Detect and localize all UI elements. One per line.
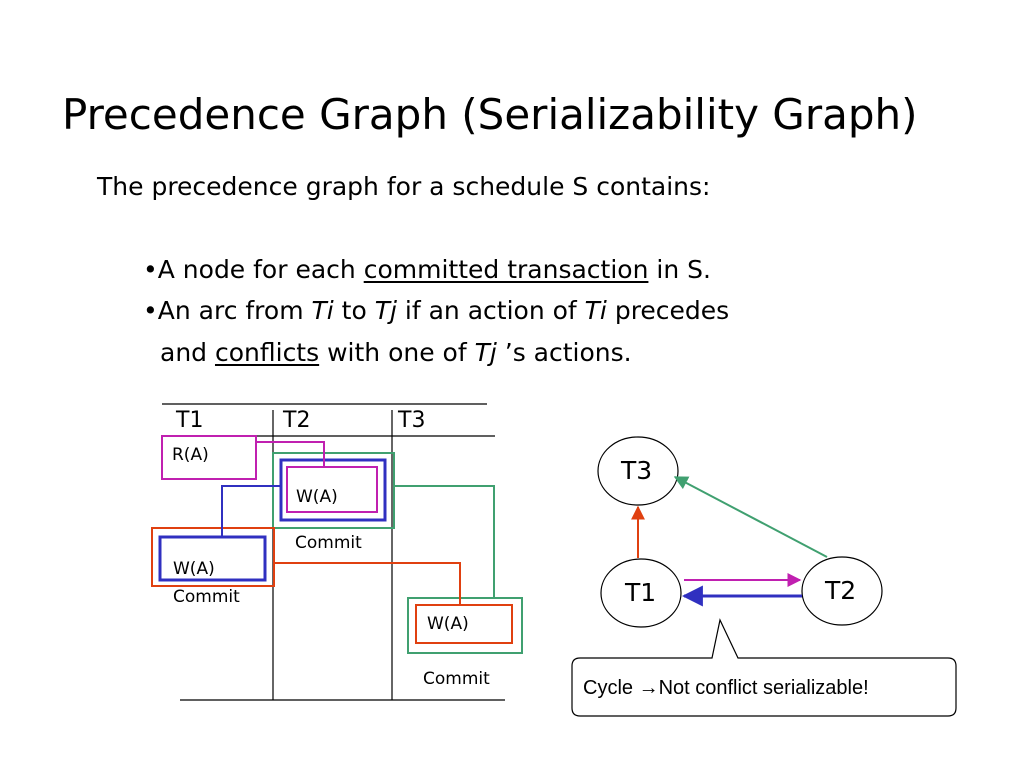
t2-write-magenta-box	[286, 466, 378, 513]
op-t1-write: W(A)	[173, 559, 215, 579]
t2-write-blue-box	[279, 458, 387, 522]
column-header-t2: T2	[283, 408, 311, 433]
tj-term: Tj	[374, 296, 397, 325]
bullet-mark: •	[143, 296, 158, 325]
bullet-text: in S.	[648, 255, 711, 284]
connector-w2-to-w1	[221, 485, 281, 537]
bullet-text: A node for each	[157, 255, 364, 284]
t3-write-red-box	[415, 604, 513, 644]
ti-term: Ti	[311, 296, 334, 325]
op-t3-write: W(A)	[427, 614, 469, 634]
node-label-t3: T3	[621, 456, 653, 485]
bullet-text: precedes	[606, 296, 730, 325]
column-header-t3: T3	[398, 408, 426, 433]
node-t1	[600, 558, 682, 628]
node-t3	[597, 436, 679, 506]
node-label-t2: T2	[825, 576, 857, 605]
arc-t2-to-t3	[673, 476, 828, 558]
bullet-arc-definition: •An arc from Ti to Tj if an action of Ti…	[143, 298, 729, 323]
page-title: Precedence Graph (Serializability Graph)	[62, 90, 918, 139]
column-header-t1: T1	[176, 408, 204, 433]
bullet-arc-definition-line2: and conflicts with one of Tj ’s actions.	[160, 340, 632, 365]
op-t1-commit: Commit	[173, 587, 240, 607]
bullet-text: and	[160, 338, 215, 367]
connector-w2-to-w3	[394, 485, 495, 598]
bullet-mark: •	[143, 255, 158, 284]
callout-bubble	[571, 618, 957, 717]
op-t2-write: W(A)	[296, 487, 338, 507]
t3-write-outer-box	[407, 597, 523, 654]
t2-write-outer-box	[272, 452, 395, 529]
bullet-node-per-transaction: •A node for each committed transaction i…	[143, 257, 711, 282]
bullet-text: An arc from	[157, 296, 312, 325]
op-t2-commit: Commit	[295, 533, 362, 553]
bullet-text: ’s actions.	[496, 338, 632, 367]
connector-w1-to-w3	[274, 562, 461, 605]
subtitle: The precedence graph for a schedule S co…	[97, 172, 711, 201]
committed-transaction-term: committed transaction	[363, 255, 649, 284]
op-t1-read: R(A)	[172, 445, 209, 465]
bullet-text: with one of	[319, 338, 475, 367]
conflicts-term: conflicts	[214, 338, 320, 367]
node-label-t1: T1	[625, 578, 657, 607]
connector-r1-to-w2	[256, 441, 325, 467]
tj-term: Tj	[474, 338, 497, 367]
bullet-text: to	[333, 296, 375, 325]
t1-read-box	[161, 435, 257, 480]
op-t3-commit: Commit	[423, 669, 490, 689]
ti-term: Ti	[584, 296, 607, 325]
node-t2	[801, 556, 883, 626]
callout-text: Cycle →Not conflict serializable!	[583, 677, 869, 699]
t1-write-blue-box	[158, 535, 267, 582]
t1-write-outer-box	[151, 527, 275, 587]
bullet-text: if an action of	[396, 296, 585, 325]
